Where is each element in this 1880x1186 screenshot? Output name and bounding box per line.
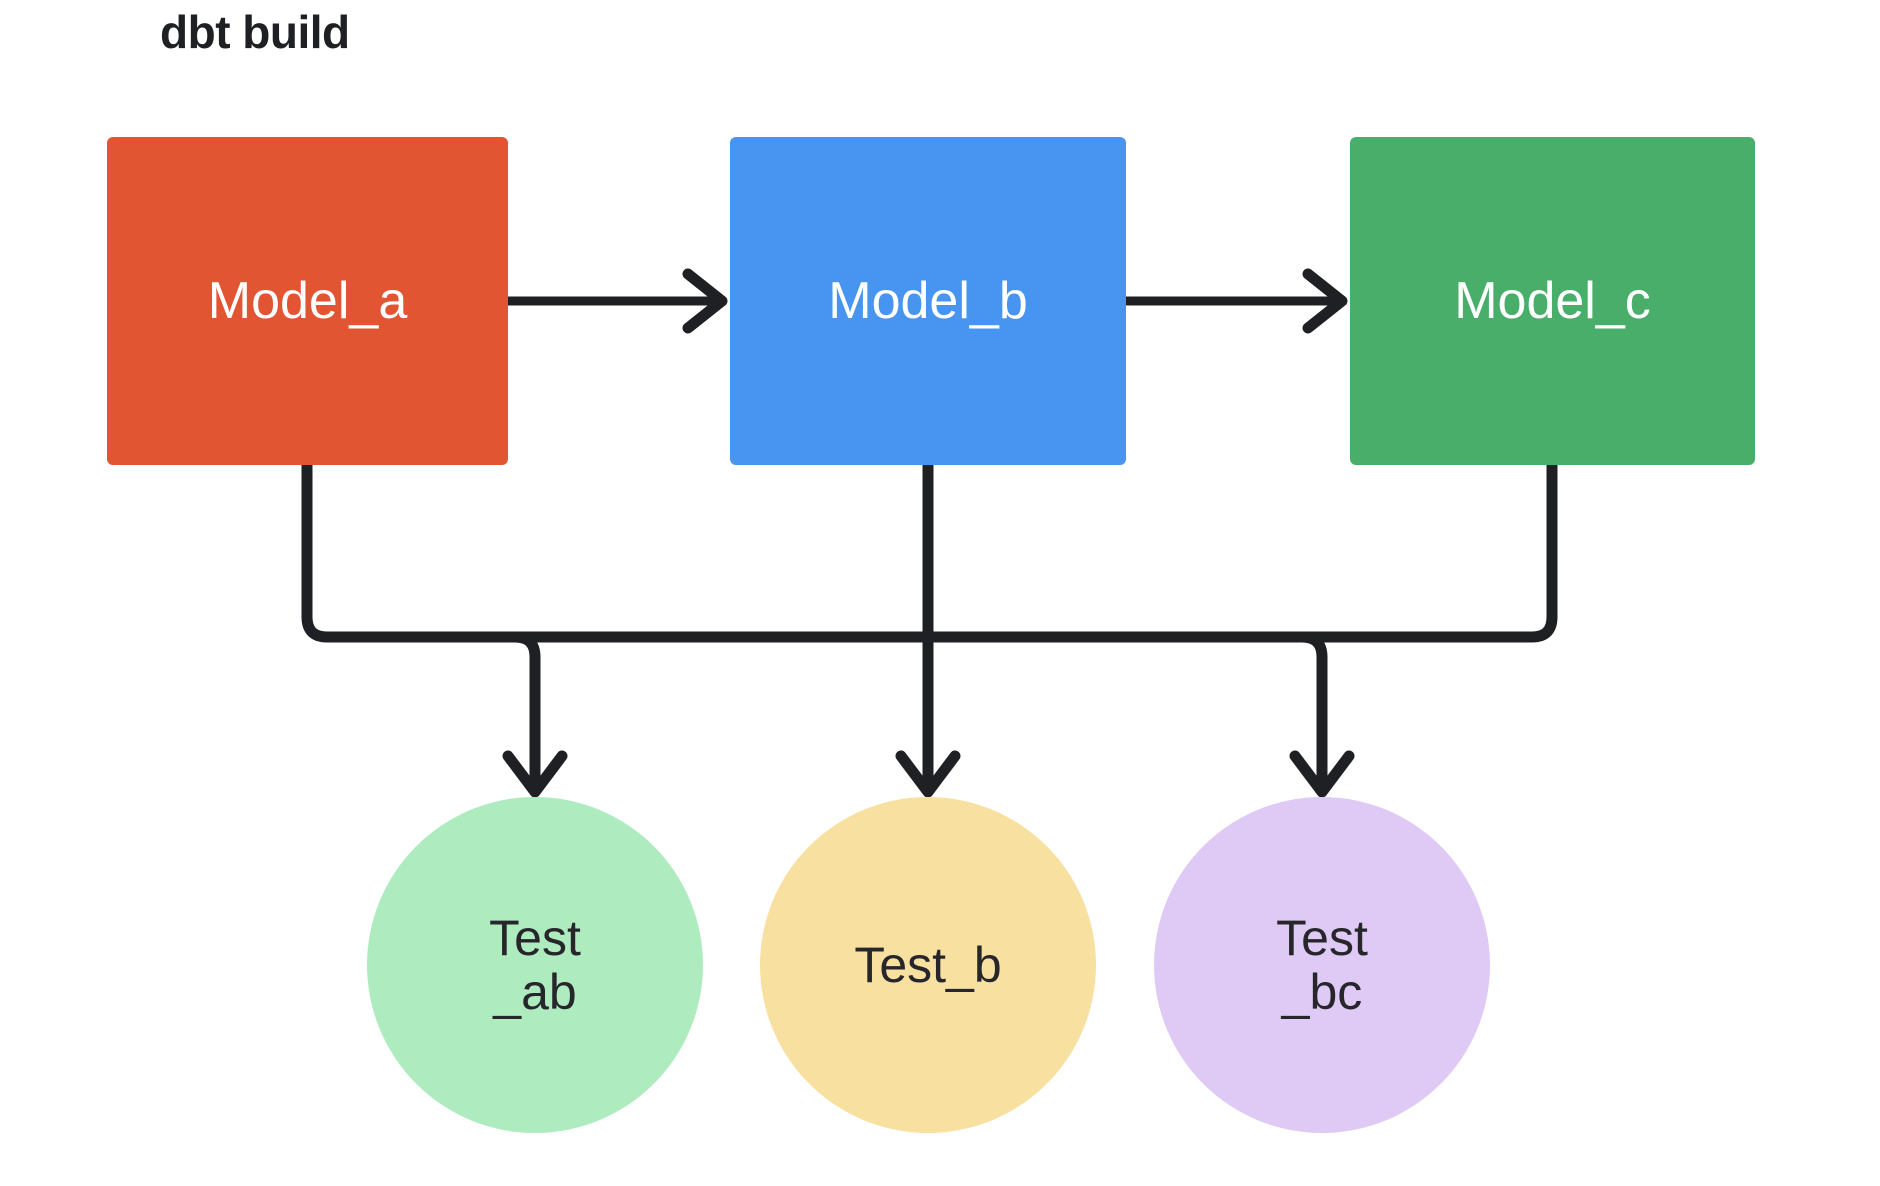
test-node-label: Test_b — [854, 937, 1002, 993]
edge-model-c-to-test-bc — [554, 459, 1558, 643]
model-node-model-a[interactable]: Model_a — [107, 137, 508, 465]
edge-bus-to-test-bc — [1289, 631, 1355, 798]
diagram-title: dbt build — [160, 6, 350, 58]
model-node-label: Model_a — [207, 272, 408, 330]
test-node-label: Test _bc — [1276, 910, 1368, 1020]
edge-bus-to-test-ab — [502, 631, 568, 798]
test-node-test-ab[interactable]: Test _ab — [367, 797, 703, 1133]
test-node-test-bc[interactable]: Test _bc — [1154, 797, 1490, 1133]
test-node-label: Test _ab — [489, 910, 581, 1020]
edge-model-b-to-model-c — [1121, 268, 1348, 334]
test-node-test-b[interactable]: Test_b — [760, 797, 1096, 1133]
edge-model-a-to-test-ab — [301, 459, 1304, 643]
model-node-label: Model_b — [828, 272, 1028, 330]
model-node-model-b[interactable]: Model_b — [730, 137, 1126, 465]
model-node-model-c[interactable]: Model_c — [1350, 137, 1755, 465]
edge-model-b-to-test-b — [895, 459, 961, 798]
edge-model-a-to-model-b — [503, 268, 728, 334]
model-node-label: Model_c — [1454, 272, 1651, 330]
